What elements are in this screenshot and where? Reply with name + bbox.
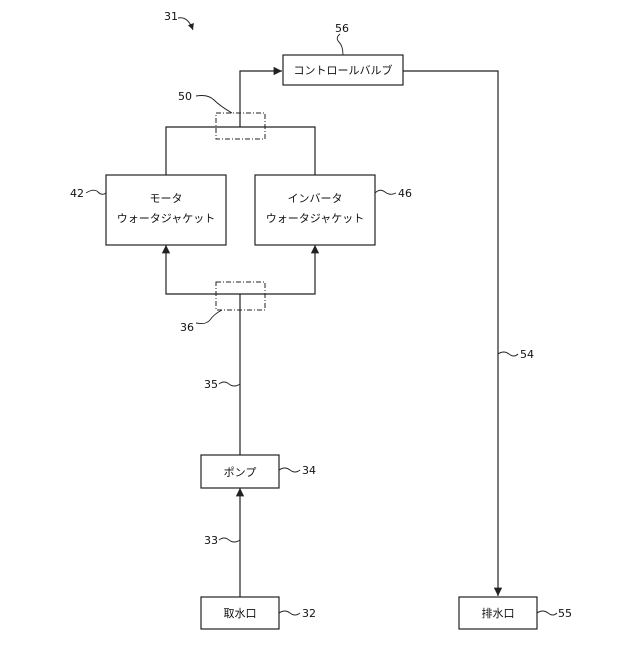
motor-jacket-label-line1: モータ: [150, 192, 183, 205]
ref-56: 56: [335, 22, 349, 35]
leader-34: [279, 468, 300, 472]
ref-42: 42: [70, 187, 84, 200]
ref-50: 50: [178, 90, 192, 103]
leader-42: [86, 190, 106, 194]
leader-32: [279, 611, 300, 615]
ref-32: 32: [302, 607, 316, 620]
motor-jacket-box: モータ ウォータジャケット: [106, 175, 226, 245]
ref-55: 55: [558, 607, 572, 620]
leader-36: [196, 310, 222, 324]
ref-35: 35: [204, 378, 218, 391]
motor-jacket-label-line2: ウォータジャケット: [117, 212, 215, 225]
inverter-jacket-box: インバータ ウォータジャケット: [255, 175, 375, 245]
leader-54: [498, 352, 518, 356]
intake-label: 取水口: [224, 607, 257, 620]
pump-box: ポンプ: [201, 455, 279, 488]
intake-box: 取水口: [201, 597, 279, 629]
ref-33: 33: [204, 534, 218, 547]
leader-55: [537, 611, 557, 615]
pipe-valve-to-outlet: [403, 71, 498, 596]
inverter-jacket-label-line2: ウォータジャケット: [266, 212, 364, 225]
ref-54: 54: [520, 348, 534, 361]
figure-number-arrow: [178, 18, 193, 30]
ref-34: 34: [302, 464, 316, 477]
outlet-box: 排水口: [459, 597, 537, 629]
leader-46: [375, 190, 396, 194]
ref-36: 36: [180, 321, 194, 334]
figure-number: 31: [164, 10, 178, 23]
leader-50: [196, 96, 232, 114]
leader-56: [337, 34, 343, 55]
leader-35: [219, 382, 240, 386]
pump-label: ポンプ: [224, 466, 257, 479]
control-valve-box: コントロールバルブ: [283, 55, 403, 85]
inverter-jacket-label-line1: インバータ: [288, 192, 343, 205]
control-valve-label: コントロールバルブ: [294, 63, 393, 77]
leader-33: [219, 538, 240, 542]
ref-46: 46: [398, 187, 412, 200]
outlet-label: 排水口: [482, 606, 515, 620]
